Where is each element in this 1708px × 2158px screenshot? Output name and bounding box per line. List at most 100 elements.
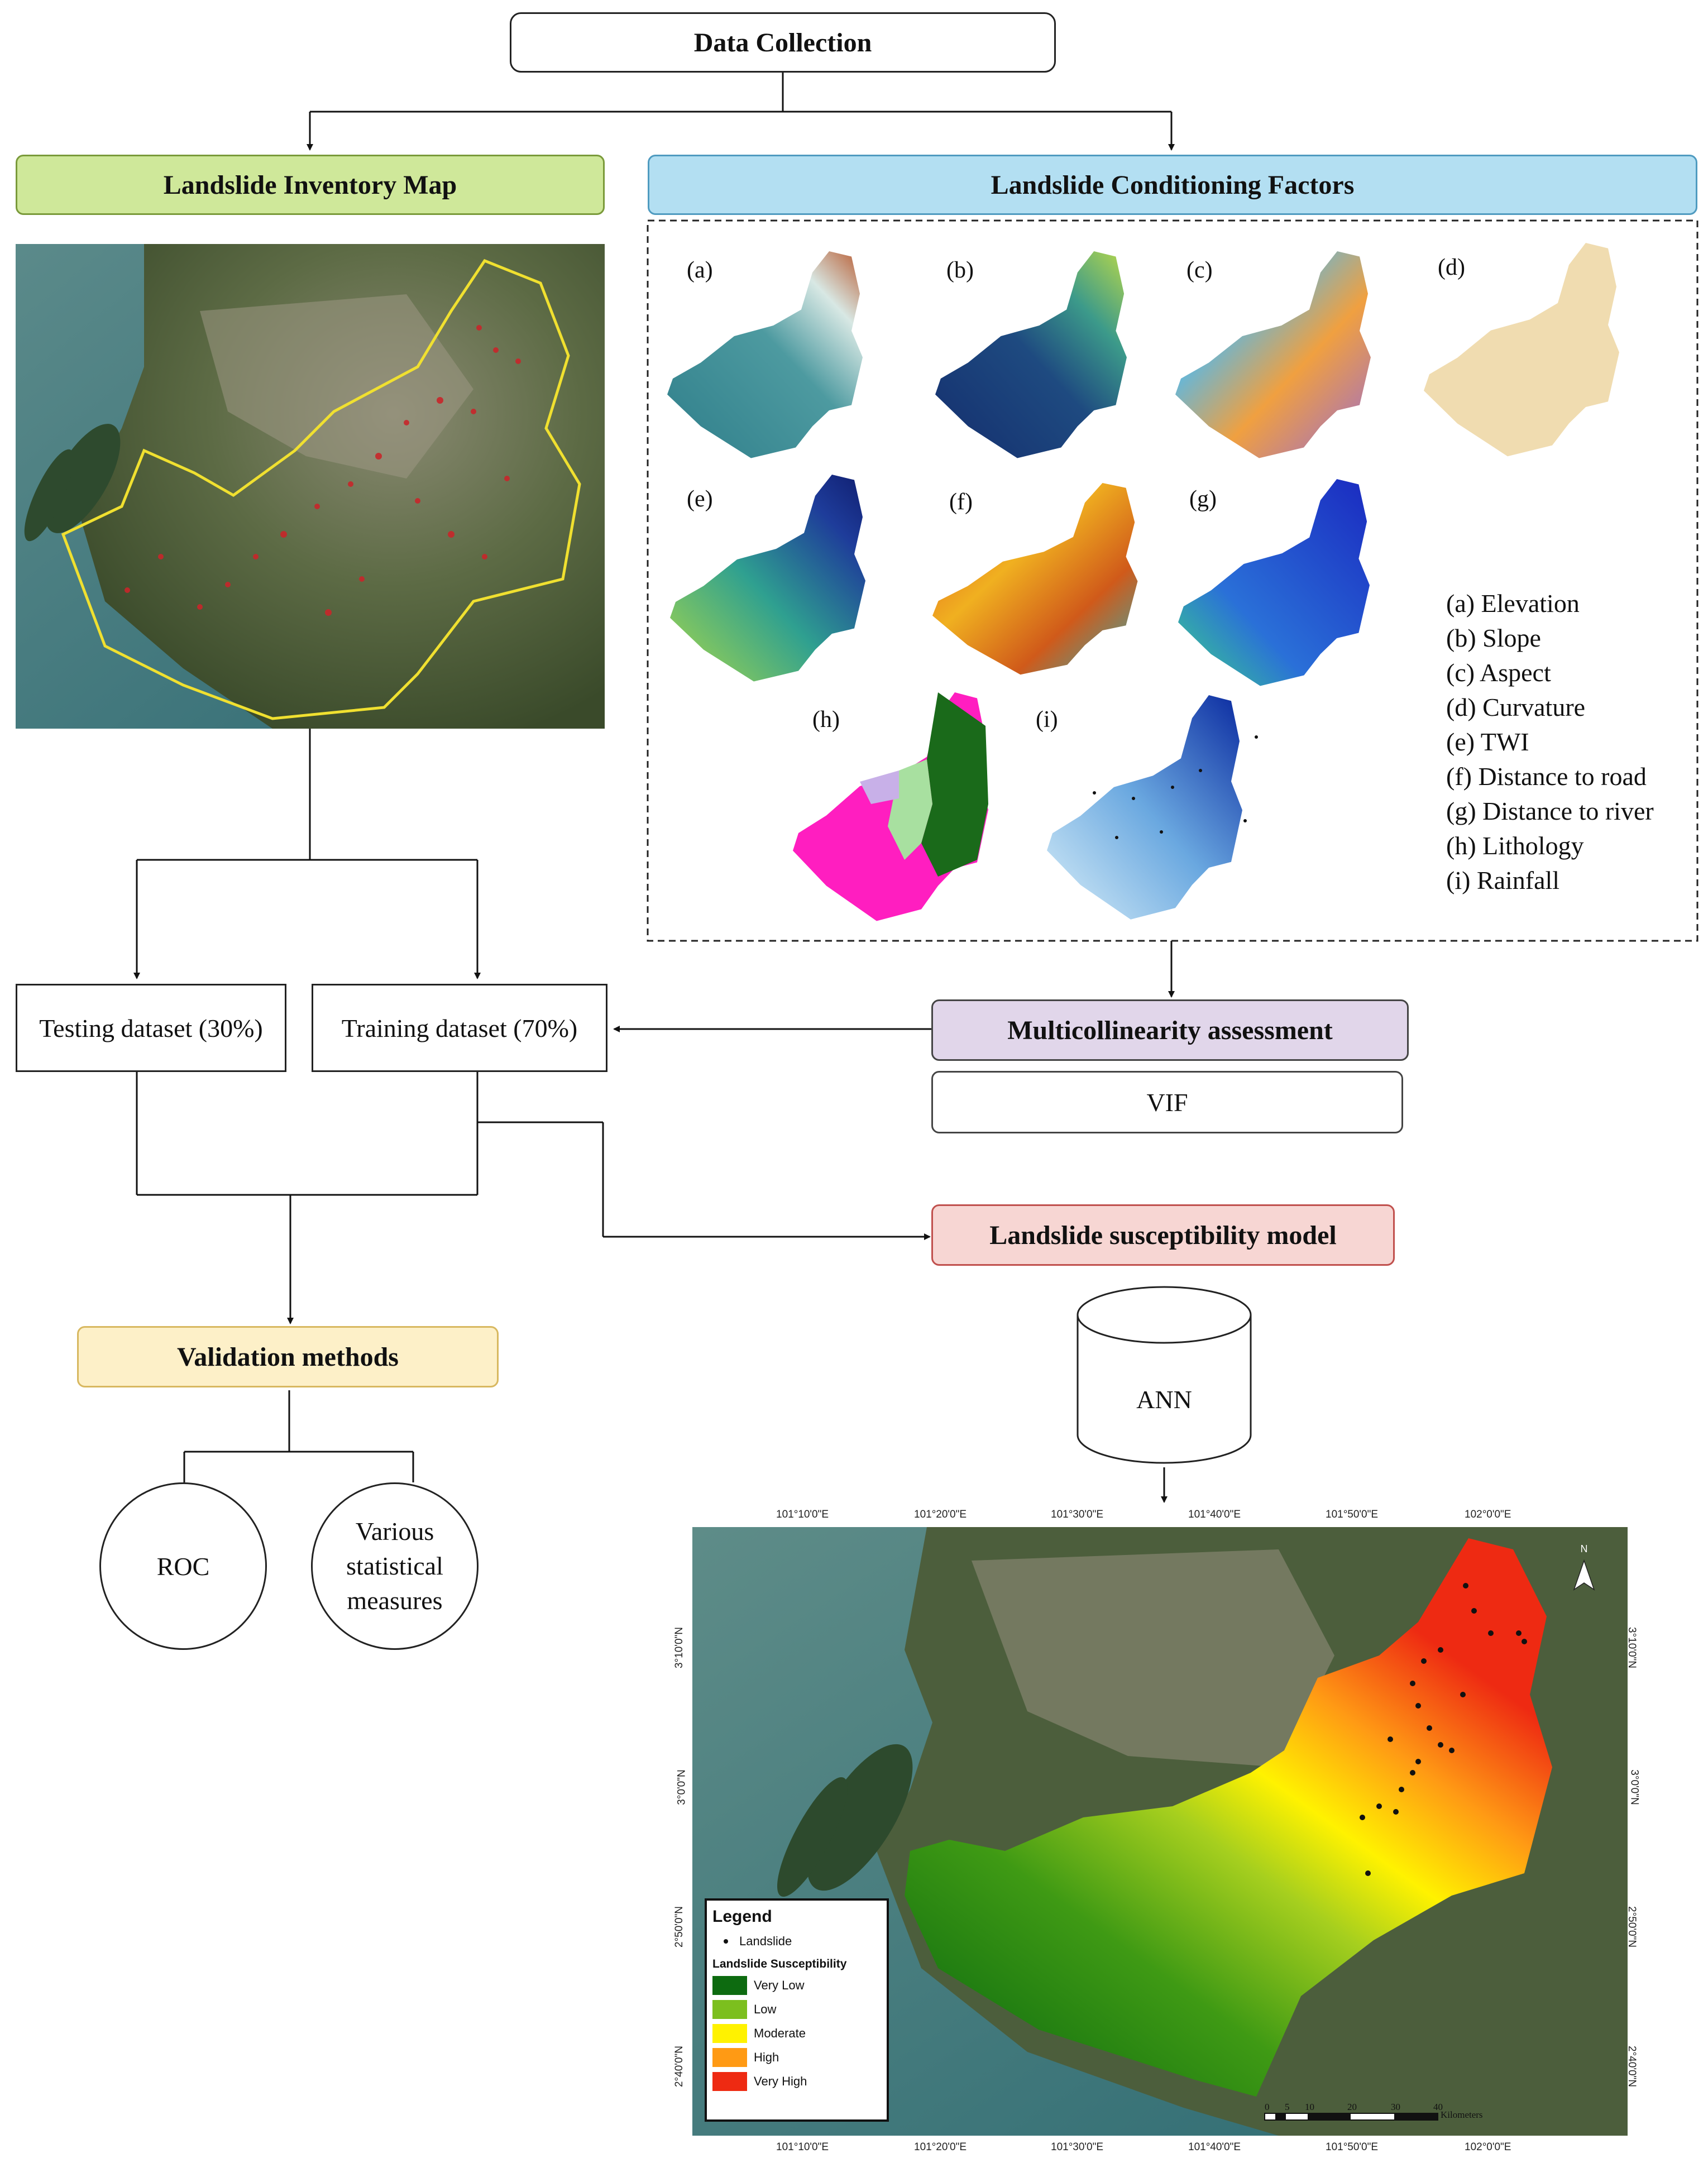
ann-database-icon — [1077, 1286, 1252, 1464]
lon-tick-top-4: 101°40'0"E — [1188, 1509, 1241, 1520]
legend-title: Legend — [712, 1907, 772, 1926]
aspect-map — [1175, 251, 1371, 458]
lon-tick-top-6: 102°0'0"E — [1465, 1509, 1511, 1520]
legend-landslide-label: Landslide — [739, 1934, 792, 1948]
stat-label-line2: statistical — [346, 1552, 443, 1580]
factor-item-lithology: (h) Lithology — [1446, 831, 1584, 860]
roc-circle: ROC — [99, 1482, 267, 1650]
swatch-moderate — [712, 2024, 747, 2043]
multicollinearity-box: Multicollinearity assessment — [931, 999, 1409, 1061]
distance-river-map — [1178, 479, 1370, 686]
legend-susceptibility-title: Landslide Susceptibility — [712, 1958, 847, 1970]
map-legend: Legend Landslide Landslide Susceptibilit… — [705, 1898, 889, 2122]
data-collection-label: Data Collection — [693, 27, 872, 58]
scale-20: 20 — [1347, 2102, 1357, 2112]
lon-tick-bottom-6: 102°0'0"E — [1465, 2141, 1511, 2153]
multicollinearity-label: Multicollinearity assessment — [1007, 1015, 1333, 1045]
legend-class-moderate: Moderate — [712, 2024, 881, 2043]
scale-0: 0 — [1265, 2102, 1270, 2112]
inventory-map-label: Landslide Inventory Map — [163, 170, 457, 200]
scale-bar — [1264, 2113, 1438, 2121]
factor-item-rainfall: (i) Rainfall — [1446, 866, 1560, 894]
susceptibility-model-label: Landslide susceptibility model — [989, 1220, 1337, 1250]
panel-d-tag: (d) — [1438, 255, 1465, 280]
lon-tick-bottom-4: 101°40'0"E — [1188, 2141, 1241, 2153]
inventory-map-header: Landslide Inventory Map — [16, 155, 605, 215]
swatch-high — [712, 2048, 747, 2067]
lon-tick-top-5: 101°50'0"E — [1326, 1509, 1379, 1520]
study-area-boundary — [61, 259, 581, 720]
ann-label: ANN — [1136, 1385, 1192, 1414]
class-label-high: High — [754, 2050, 779, 2064]
panel-a-tag: (a) — [687, 257, 713, 283]
panel-b-tag: (b) — [946, 257, 974, 283]
scale-5: 5 — [1285, 2102, 1290, 2112]
class-label-low: Low — [754, 2002, 777, 2016]
training-dataset-box: Training dataset (70%) — [312, 984, 607, 1072]
factor-list: (a) Elevation (b) Slope (c) Aspect (d) C… — [1446, 586, 1654, 898]
stat-label-line3: measures — [347, 1586, 443, 1615]
lon-tick-top-1: 101°10'0"E — [776, 1509, 829, 1520]
testing-dataset-box: Testing dataset (30%) — [16, 984, 286, 1072]
factor-item-elevation: (a) Elevation — [1446, 589, 1580, 618]
north-arrow — [1573, 1559, 1595, 1591]
landslide-point-icon — [724, 1939, 728, 1944]
slope-map — [935, 251, 1127, 458]
twi-map — [670, 475, 865, 682]
susceptibility-zone — [905, 1538, 1552, 2097]
factor-item-aspect: (c) Aspect — [1446, 658, 1551, 687]
validation-methods-label: Validation methods — [177, 1342, 399, 1372]
lat-tick-left-3: 2°50'0"N — [673, 1906, 685, 1948]
elevation-map — [667, 251, 863, 458]
vif-label: VIF — [1146, 1088, 1188, 1117]
swatch-low — [712, 2000, 747, 2019]
factor-item-curvature: (d) Curvature — [1446, 693, 1586, 721]
lat-tick-right-2: 3°0'0"N — [1628, 1769, 1640, 1805]
panel-f-tag: (f) — [949, 489, 973, 515]
lat-tick-left-4: 2°40'0"N — [673, 2046, 685, 2087]
landslide-points — [1360, 1583, 1527, 1876]
legend-class-very-low: Very Low — [712, 1976, 881, 1995]
curvature-map — [1424, 243, 1619, 457]
factor-maps — [667, 243, 1619, 921]
scale-30: 30 — [1391, 2102, 1400, 2112]
lithology-map — [793, 692, 988, 921]
panel-e-tag: (e) — [687, 486, 713, 512]
lon-tick-bottom-2: 101°20'0"E — [914, 2141, 967, 2153]
inventory-satellite-map — [16, 244, 605, 729]
lon-tick-top-2: 101°20'0"E — [914, 1509, 967, 1520]
lon-tick-bottom-5: 101°50'0"E — [1326, 2141, 1379, 2153]
class-label-very-low: Very Low — [754, 1978, 805, 1992]
susceptibility-map: N 0 5 10 20 30 40 Kilometers — [692, 1527, 1628, 2136]
stat-label-line1: Various — [355, 1517, 434, 1545]
swatch-very-low — [712, 1976, 747, 1995]
lon-tick-bottom-1: 101°10'0"E — [776, 2141, 829, 2153]
factor-item-distance-river: (g) Distance to river — [1446, 797, 1654, 825]
factor-item-twi: (e) TWI — [1446, 728, 1529, 756]
vif-box: VIF — [931, 1071, 1403, 1133]
panel-g-tag: (g) — [1189, 486, 1217, 512]
data-collection-box: Data Collection — [510, 12, 1056, 73]
scale-40: 40 — [1433, 2102, 1443, 2112]
validation-methods-box: Validation methods — [77, 1326, 499, 1387]
conditioning-factors-label: Landslide Conditioning Factors — [991, 170, 1355, 200]
legend-class-high: High — [712, 2048, 881, 2067]
factor-item-distance-road: (f) Distance to road — [1446, 762, 1647, 791]
factor-item-slope: (b) Slope — [1446, 624, 1541, 652]
legend-class-very-high: Very High — [712, 2072, 881, 2091]
legend-class-low: Low — [712, 2000, 881, 2019]
statistical-measures-circle: Various statistical measures — [311, 1482, 479, 1650]
class-label-moderate: Moderate — [754, 2026, 806, 2040]
training-dataset-label: Training dataset (70%) — [341, 1013, 578, 1042]
panel-i-tag: (i) — [1036, 707, 1058, 733]
lat-tick-left-1: 3°10'0"N — [673, 1627, 685, 1668]
scale-unit: Kilometers — [1441, 2109, 1483, 2120]
distance-road-map — [932, 483, 1138, 675]
scale-10: 10 — [1305, 2102, 1314, 2112]
panel-h-tag: (h) — [812, 707, 840, 733]
rainfall-map — [1047, 695, 1242, 920]
north-label: N — [1581, 1543, 1588, 1554]
roc-label: ROC — [156, 1552, 210, 1581]
conditioning-factors-header: Landslide Conditioning Factors — [648, 155, 1697, 215]
